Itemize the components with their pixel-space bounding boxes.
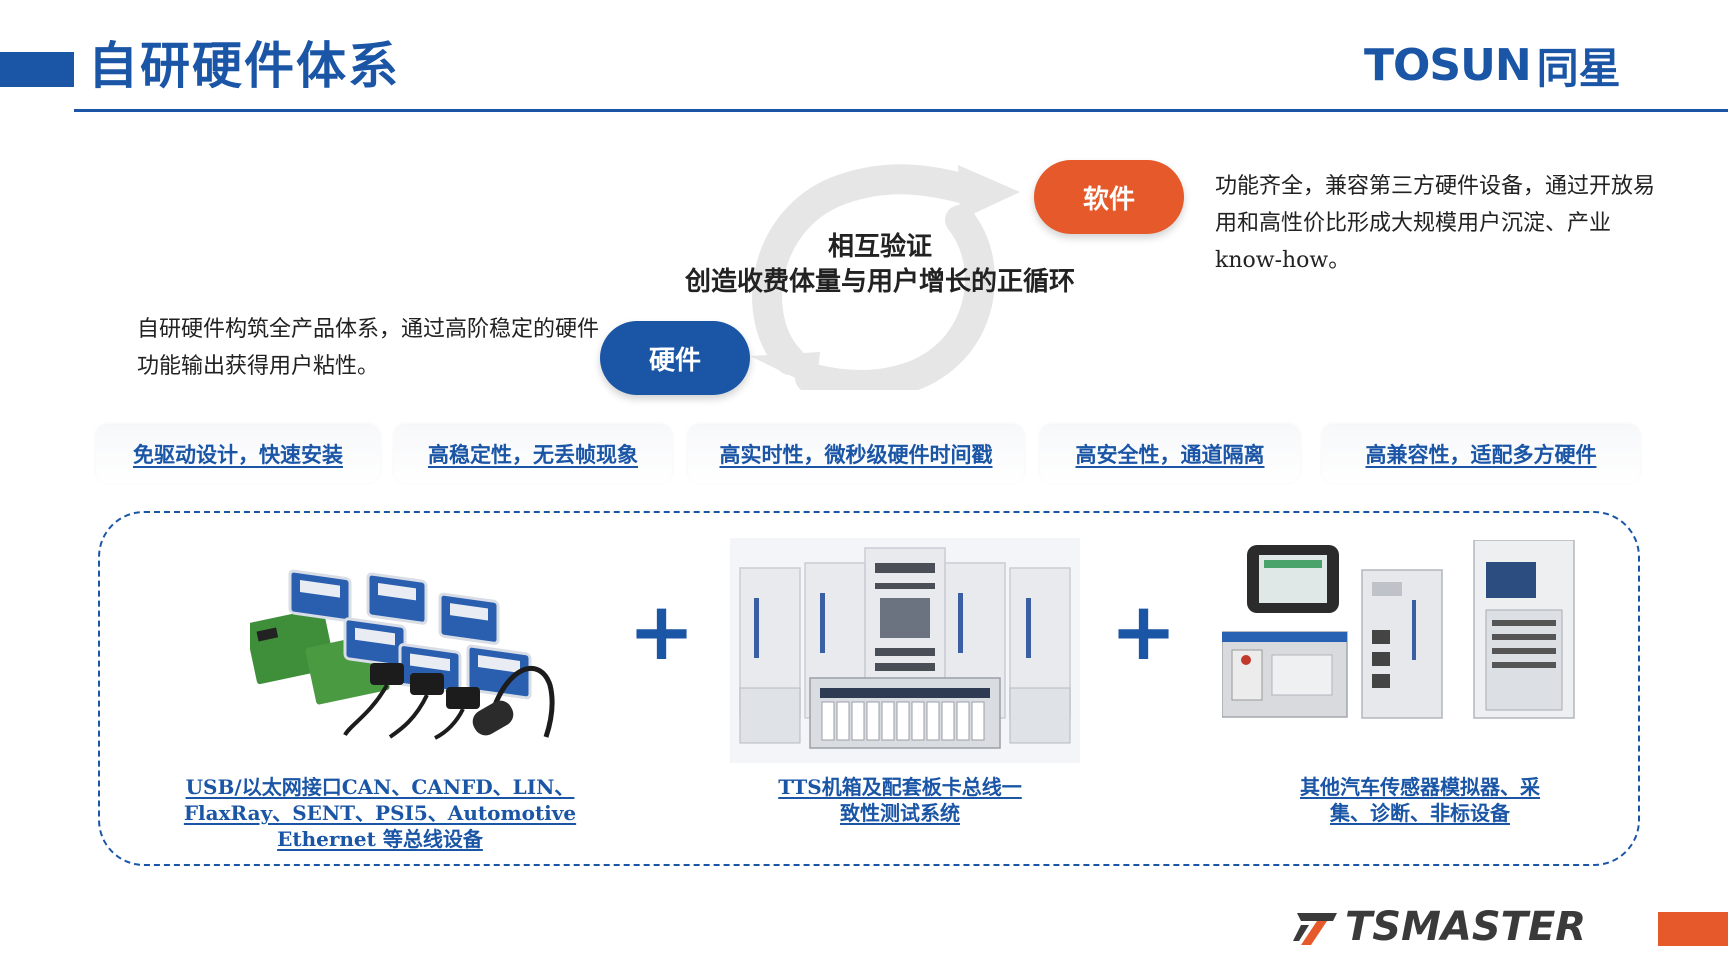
cycle-center-line1: 相互验证 [827, 232, 932, 262]
feature-label: 高稳定性，无丢帧现象 [428, 442, 638, 467]
feature-compatibility: 高兼容性，适配多方硬件 [1322, 425, 1640, 483]
bus-interface-devices-icon [250, 569, 555, 740]
cycle-center-line2: 创造收费体量与用户增长的正循环 [684, 267, 1075, 297]
brand-logo: TOSUN 同星 [1364, 39, 1621, 93]
feature-safety: 高安全性，通道隔离 [1040, 425, 1300, 483]
page-title: 自研硬件体系 [88, 37, 400, 95]
tsmaster-logo-text: TSMASTER [1345, 904, 1587, 950]
title-accent-bar [0, 52, 74, 87]
product-bus-devices-label: USB/以太网接口CAN、CANFD、LIN、FlaxRay、SENT、PSI5… [183, 775, 577, 851]
product-container [98, 511, 1640, 866]
feature-stability: 高稳定性，无丢帧现象 [394, 425, 672, 483]
feature-realtime: 高实时性，微秒级硬件时间戳 [688, 425, 1024, 483]
cycle-center-text: 相互验证 创造收费体量与用户增长的正循环 [640, 230, 1120, 300]
hardware-pill: 硬件 [600, 321, 750, 395]
tts-chassis-racks-icon [730, 538, 1080, 763]
plus-icon: + [1110, 585, 1178, 678]
cycle-arrows-icon [750, 164, 1020, 390]
feature-label: 高实时性，微秒级硬件时间戳 [719, 442, 993, 467]
tsmaster-mark-icon [1293, 913, 1337, 945]
brand-logo-en: TOSUN [1364, 39, 1532, 91]
feature-driverless: 免驱动设计，快速安装 [96, 425, 380, 483]
sensor-simulators-icon [1222, 540, 1575, 719]
feature-label: 高兼容性，适配多方硬件 [1365, 442, 1597, 467]
feature-label: 高安全性，通道隔离 [1075, 442, 1265, 467]
product-simulators-label: 其他汽车传感器模拟器、采集、诊断、非标设备 [1300, 775, 1540, 825]
title-underline [74, 109, 1728, 112]
brand-logo-cn: 同星 [1536, 43, 1621, 93]
footer-accent-bar [1658, 912, 1728, 946]
software-description: 功能齐全，兼容第三方硬件设备，通过开放易用和高性价比形成大规模用户沉淀、产业kn… [1215, 174, 1656, 273]
software-pill: 软件 [1034, 160, 1184, 234]
tsmaster-logo: TSMASTER [1293, 904, 1587, 950]
feature-label: 免驱动设计，快速安装 [133, 442, 343, 467]
plus-icon: + [628, 585, 696, 678]
hardware-description: 自研硬件构筑全产品体系，通过高阶稳定的硬件功能输出获得用户粘性。 [137, 317, 600, 379]
product-tts-label: TTS机箱及配套板卡总线一致性测试系统 [778, 775, 1022, 825]
